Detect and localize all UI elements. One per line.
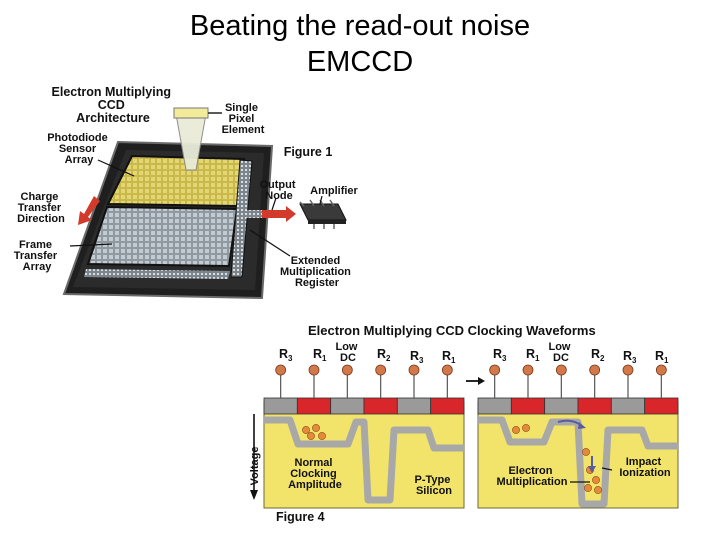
right-electrode-lowdc: Low DC [548,341,573,364]
single-pixel-element [173,107,209,119]
electrode-contact [408,364,420,376]
impact-ionization-label: Impact Ionization [619,456,671,479]
electrode-contact [622,364,634,376]
voltage-axis: Voltage [249,414,261,500]
right-electrode-labels: R3 R1 Low DC R2 R3 R1 [493,341,669,365]
gate-electrode [363,397,398,415]
gate-electrode [396,397,432,415]
photodiode-label: Photodiode Sensor Array [47,132,111,166]
amplifier-chip [299,199,347,229]
potential-well [478,416,678,508]
electron [307,432,315,440]
electron [584,484,592,492]
transfer-arrowhead [578,422,586,429]
electrode-contact [441,364,453,376]
electron [522,424,530,432]
left-electrode-r1b: R1 [442,349,456,365]
electrode-contact [275,364,287,376]
output-register [240,210,270,218]
voltage-label: Voltage [249,447,261,486]
left-electrode-labels: R3 R1 Low DC R2 R3 R1 [279,341,456,365]
left-panel-normal-clocking [263,364,465,509]
electrode-contact [308,364,320,376]
electron [312,424,320,432]
electron [318,432,326,440]
output-node-label: Output Node [259,179,298,202]
extended-register-label: Extended Multiplication Register [280,255,354,289]
output-arrow [262,206,296,222]
gate-electrode [610,397,646,415]
gate-electrode [510,397,546,415]
frame-transfer-array [86,205,239,268]
gate-electrode [477,397,512,415]
electrode-contact [589,364,601,376]
panel-transition-arrow [466,377,485,385]
left-electrode-r3b: R3 [410,349,424,365]
charge-transfer-arrow [78,196,100,225]
frame-transfer-label: Frame Transfer Array [14,239,60,273]
extended-multiplication-register [230,159,253,278]
electrode-contact [489,364,501,376]
left-electrode-lowdc: Low DC [335,341,360,364]
gate-electrode [544,397,579,415]
gate-electrode [330,397,365,415]
electrode-contact [555,364,567,376]
right-electrode-r2: R2 [591,347,605,363]
right-panel-electron-multiplication [477,364,679,509]
left-electrode-r1a: R1 [313,347,327,363]
electron-multiplication-label: Electron Multiplication [497,465,568,488]
figure4-clocking-waveforms: Electron Multiplying CCD Clocking Wavefo… [249,323,679,524]
serial-register [84,269,230,279]
single-pixel-label: Single Pixel Element [222,102,265,136]
potential-well [264,416,464,504]
left-electrode-r3a: R3 [279,347,293,363]
gate-electrode [296,397,332,415]
right-electrode-r1b: R1 [655,349,669,365]
electron [592,476,600,484]
slide-title-line2: EMCCD [306,46,414,78]
normal-clocking-label: Normal Clocking Amplitude [288,457,342,491]
p-type-silicon-label: P-Type Silicon [415,474,454,497]
slide-title: Beating the read-out noise EMCCD [0,8,720,80]
figure4-label: Figure 4 [276,510,325,524]
figure1-emccd-architecture: Electron Multiplying CCD Architecture Si… [14,85,359,300]
electron [302,426,310,434]
fig4-title: Electron Multiplying CCD Clocking Wavefo… [308,323,596,338]
electron [594,486,602,494]
fig1-title: Electron Multiplying CCD Architecture [52,85,175,125]
right-electrode-r3a: R3 [493,347,507,363]
electrode-contact [341,364,353,376]
photodiode-sensor-array [106,154,246,208]
gate-electrode [644,397,679,415]
gate-electrode [430,397,465,415]
right-electrode-r1a: R1 [526,347,540,363]
left-electrode-r2: R2 [377,347,391,363]
electrode-contact [375,364,387,376]
electron [582,448,590,456]
ionization-arrowhead [588,466,596,473]
slide-title-line1: Beating the read-out noise [189,10,531,42]
gate-electrode [263,397,298,415]
gate-electrode [577,397,612,415]
electrode-contact [522,364,534,376]
right-electrode-r3b: R3 [623,349,637,365]
charge-transfer-label: Charge Transfer Direction [17,191,65,225]
electron [512,426,520,434]
figure1-label: Figure 1 [284,145,333,159]
electrode-contact [655,364,667,376]
amplifier-label: Amplifier [310,185,358,197]
